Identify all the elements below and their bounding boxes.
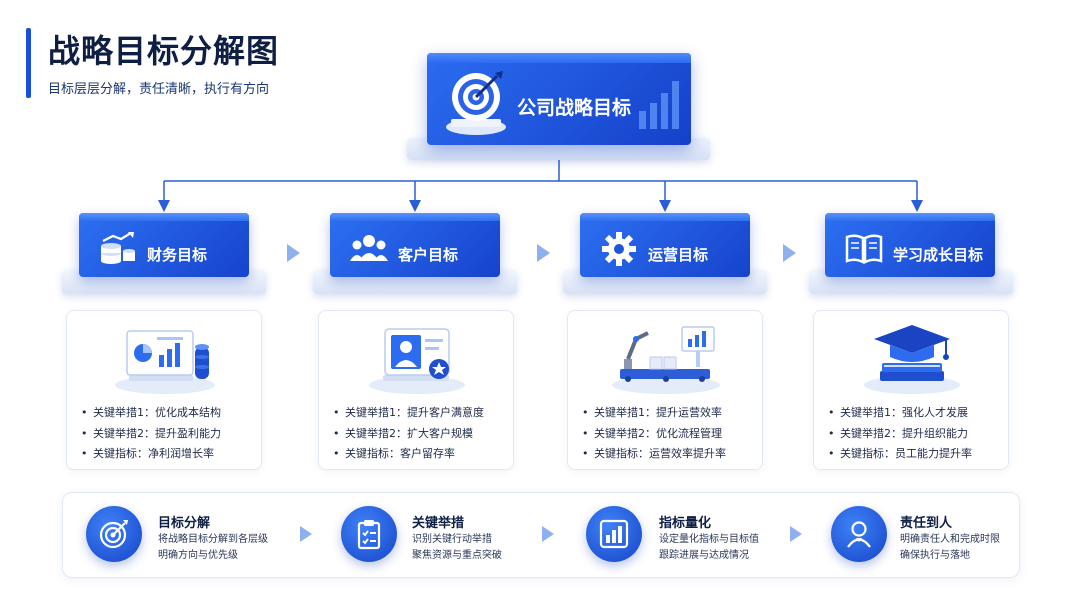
step-desc-line: 明确责任人和完成时限 bbox=[900, 534, 1000, 545]
step-description: 将战略目标分解到各层级 明确方向与优先级 bbox=[158, 532, 268, 564]
objective-box-finance: 财务目标 bbox=[79, 213, 249, 277]
flow-arrow bbox=[537, 244, 550, 262]
step-desc-line: 明确方向与优先级 bbox=[158, 550, 238, 561]
objective-box-customer: 客户目标 bbox=[330, 213, 500, 277]
flow-arrow bbox=[783, 244, 796, 262]
objective-label: 客户目标 bbox=[398, 246, 459, 264]
step-title: 目标分解 bbox=[158, 516, 211, 531]
top-goal-label: 公司战略目标 bbox=[517, 97, 632, 119]
objective-label: 学习成长目标 bbox=[893, 246, 984, 264]
flow-arrow bbox=[542, 526, 554, 542]
bar-chart-icon bbox=[599, 519, 629, 549]
title-accent-bar bbox=[26, 28, 31, 98]
detail-card-finance: 关键举措1：优化成本结构 关键举措2：提升盈利能力 关键指标：净利润增长率 bbox=[66, 310, 262, 470]
clipboard-check-icon bbox=[357, 520, 381, 550]
step-icon-circle bbox=[831, 506, 887, 562]
step-desc-line: 确保执行与落地 bbox=[900, 550, 970, 561]
bullet-item: 关键举措2：提升组织能力 bbox=[828, 424, 972, 445]
bullet-item: 关键举措2：扩大客户规模 bbox=[333, 424, 484, 445]
bullet-item: 关键举措1：强化人才发展 bbox=[828, 403, 972, 424]
objective-label: 财务目标 bbox=[147, 246, 208, 264]
flow-arrow bbox=[790, 526, 802, 542]
person-icon bbox=[847, 521, 871, 548]
step-title: 指标量化 bbox=[659, 516, 712, 531]
page-subtitle: 目标层层分解，责任清晰，执行有方向 bbox=[48, 82, 270, 97]
step-icon-circle bbox=[86, 506, 142, 562]
step-icon-circle bbox=[341, 506, 397, 562]
step-desc-line: 设定量化指标与目标值 bbox=[659, 534, 759, 545]
step-description: 识别关键行动举措 聚焦资源与重点突破 bbox=[412, 532, 502, 564]
bullet-item: 关键举措1：优化成本结构 bbox=[81, 403, 221, 424]
bullet-item: 关键举措1：提升运营效率 bbox=[582, 403, 726, 424]
objective-label: 运营目标 bbox=[648, 246, 709, 264]
step-title: 关键举措 bbox=[412, 516, 465, 531]
production-line-illustration bbox=[612, 326, 720, 394]
bullet-item: 关键指标：客户留存率 bbox=[333, 444, 484, 465]
detail-card-operations: 关键举措1：提升运营效率 关键举措2：优化流程管理 关键指标：运营效率提升率 bbox=[567, 310, 763, 470]
bullet-list: 关键举措1：优化成本结构 关键举措2：提升盈利能力 关键指标：净利润增长率 bbox=[81, 403, 221, 465]
objective-box-operations: 运营目标 bbox=[580, 213, 750, 277]
step-description: 设定量化指标与目标值 跟踪进展与达成情况 bbox=[659, 532, 759, 564]
page-title: 战略目标分解图 bbox=[48, 32, 280, 70]
target-icon bbox=[446, 71, 506, 135]
top-goal-box: 公司战略目标 bbox=[427, 53, 691, 145]
customer-profile-illustration bbox=[369, 328, 465, 394]
users-icon bbox=[350, 235, 388, 261]
step-desc-line: 跟踪进展与达成情况 bbox=[659, 550, 749, 561]
detail-card-customer: 关键举措1：提升客户满意度 关键举措2：扩大客户规模 关键指标：客户留存率 bbox=[318, 310, 514, 470]
coins-growth-icon bbox=[101, 232, 135, 264]
book-icon bbox=[845, 234, 883, 265]
graduation-books-illustration bbox=[864, 325, 960, 394]
flow-arrow bbox=[287, 244, 300, 262]
bullet-item: 关键指标：运营效率提升率 bbox=[582, 444, 726, 465]
step-desc-line: 将战略目标分解到各层级 bbox=[158, 534, 268, 545]
flow-arrow bbox=[300, 526, 312, 542]
bar-growth-icon bbox=[639, 81, 679, 129]
step-icon-circle bbox=[586, 506, 642, 562]
detail-card-learning: 关键举措1：强化人才发展 关键举措2：提升组织能力 关键指标：员工能力提升率 bbox=[813, 310, 1009, 470]
target-icon bbox=[99, 520, 128, 549]
bullet-item: 关键指标：净利润增长率 bbox=[81, 444, 221, 465]
finance-dashboard-illustration bbox=[115, 330, 215, 394]
bullet-list: 关键举措1：提升运营效率 关键举措2：优化流程管理 关键指标：运营效率提升率 bbox=[582, 403, 726, 465]
step-desc-line: 聚焦资源与重点突破 bbox=[412, 550, 502, 561]
bullet-item: 关键举措2：提升盈利能力 bbox=[81, 424, 221, 445]
bullet-item: 关键举措1：提升客户满意度 bbox=[333, 403, 484, 424]
step-description: 明确责任人和完成时限 确保执行与落地 bbox=[900, 532, 1000, 564]
bullet-item: 关键举措2：优化流程管理 bbox=[582, 424, 726, 445]
bullet-item: 关键指标：员工能力提升率 bbox=[828, 444, 972, 465]
bullet-list: 关键举措1：提升客户满意度 关键举措2：扩大客户规模 关键指标：客户留存率 bbox=[333, 403, 484, 465]
objective-box-learning: 学习成长目标 bbox=[825, 213, 995, 277]
bullet-list: 关键举措1：强化人才发展 关键举措2：提升组织能力 关键指标：员工能力提升率 bbox=[828, 403, 972, 465]
step-desc-line: 识别关键行动举措 bbox=[412, 534, 492, 545]
gear-icon bbox=[602, 232, 636, 266]
step-title: 责任到人 bbox=[900, 516, 953, 531]
